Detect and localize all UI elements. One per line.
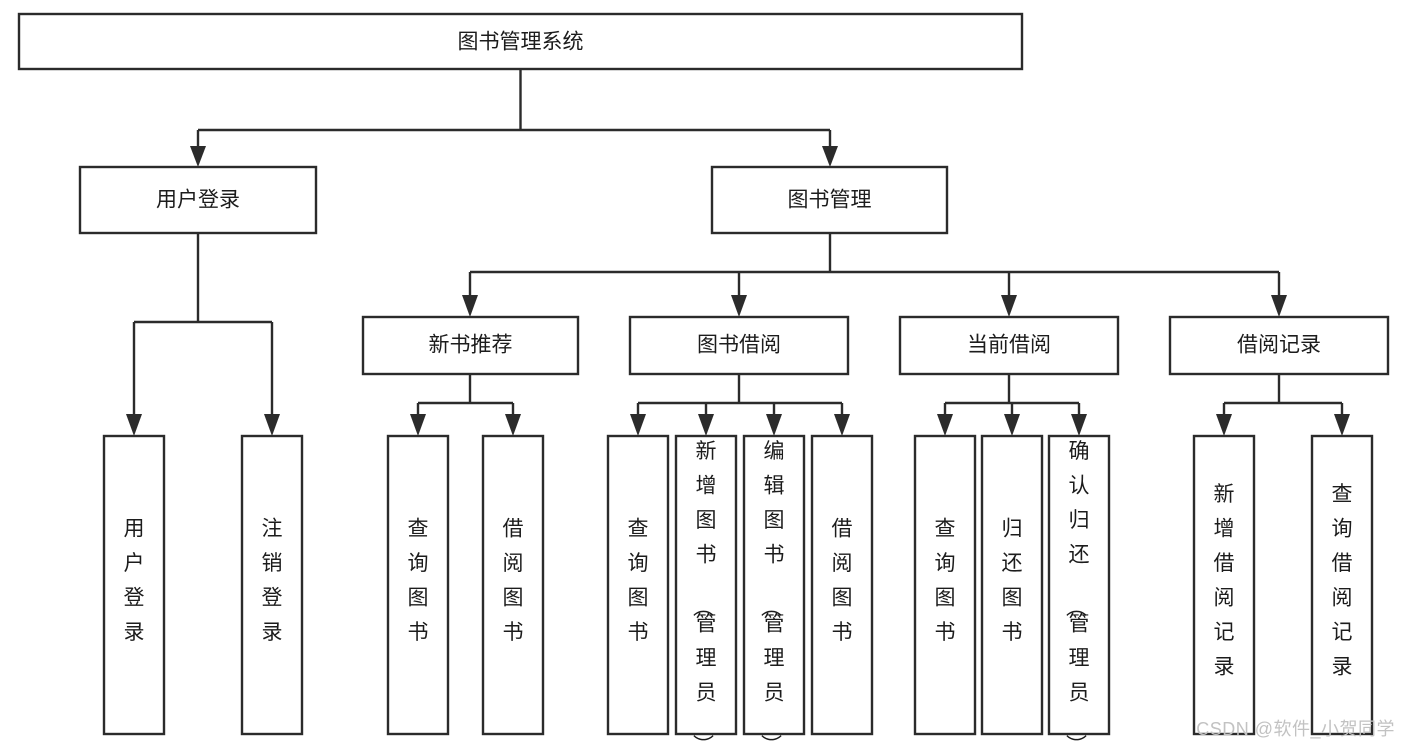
node-user-login[interactable]: 用户登录 [78, 165, 318, 235]
connectors-current-borrow-to-leaves [937, 374, 1087, 436]
node-book-management-label: 图书管理 [788, 189, 872, 212]
leaf-node-box [606, 434, 670, 736]
arrowhead-borrow-record [1271, 295, 1287, 317]
arrowhead-current-borrow [1001, 295, 1017, 317]
arrowhead-br-leaf2 [1334, 414, 1350, 436]
arrowhead-bb-leaf2 [698, 414, 714, 436]
arrowhead-cb-leaf3 [1071, 414, 1087, 436]
leaf-node-label: 借阅图书 [503, 517, 524, 644]
node-book-borrow-box [628, 315, 850, 376]
arrowhead-bb-leaf1 [630, 414, 646, 436]
arrowhead-cb-leaf1 [937, 414, 953, 436]
node-user-login-label: 用户登录 [156, 189, 240, 212]
leaf-node-box [742, 434, 806, 736]
leaf-node-label: 查询图书 [628, 517, 649, 644]
node-borrow-record[interactable]: 借阅记录 [1168, 315, 1390, 376]
leaf-node-box [1192, 434, 1256, 736]
node-new-book-recommend-box [361, 315, 580, 376]
leaf-node-box [102, 434, 166, 736]
node-book-management-box [710, 165, 949, 235]
leaf-node-label: 确认归还（管理员） [1064, 440, 1090, 747]
leaf-node-box [913, 434, 977, 736]
leaf-node-label: 注销登录 [262, 517, 283, 644]
connectors-new-book-to-leaves [410, 374, 521, 436]
leaf-node-box [1047, 434, 1111, 736]
leaf-node-box [386, 434, 450, 736]
node-book-management[interactable]: 图书管理 [710, 165, 949, 235]
leaf-node[interactable]: 查询图书 [386, 434, 450, 736]
leaf-node-label: 新增借阅记录 [1214, 483, 1235, 679]
arrowhead-book-mgmt [822, 146, 838, 167]
arrowhead-user-login [190, 146, 206, 167]
leaf-node[interactable]: 借阅图书 [810, 434, 874, 736]
node-new-book-recommend-label: 新书推荐 [429, 334, 513, 357]
arrowhead-bb-leaf4 [834, 414, 850, 436]
node-root-system[interactable]: 图书管理系统 [17, 12, 1024, 71]
leaf-node[interactable]: 注销登录 [240, 434, 304, 736]
arrowhead-ul-leaf2 [264, 414, 280, 436]
leaf-node[interactable]: 新增图书（管理员） [674, 434, 738, 747]
node-new-book-recommend[interactable]: 新书推荐 [361, 315, 580, 376]
connectors-user-login-to-leaves [126, 233, 280, 436]
node-current-borrow-label: 当前借阅 [967, 334, 1051, 357]
node-root-label: 图书管理系统 [458, 31, 584, 54]
leaf-node[interactable]: 编辑图书（管理员） [742, 434, 806, 747]
leaf-node-label: 新增图书（管理员） [691, 440, 717, 747]
leaf-node[interactable]: 查询图书 [913, 434, 977, 736]
arrowhead-nb-leaf2 [505, 414, 521, 436]
node-current-borrow[interactable]: 当前借阅 [898, 315, 1120, 376]
leaf-node-label: 查询图书 [935, 517, 956, 644]
leaf-node-box [240, 434, 304, 736]
leaf-node[interactable]: 归还图书 [980, 434, 1044, 736]
arrowhead-bb-leaf3 [766, 414, 782, 436]
leaf-node[interactable]: 借阅图书 [481, 434, 545, 736]
leaf-node-label: 借阅图书 [832, 517, 853, 644]
node-book-borrow-label: 图书借阅 [697, 334, 781, 357]
arrowhead-book-borrow [731, 295, 747, 317]
leaf-node-label: 归还图书 [1002, 517, 1023, 644]
leaf-node[interactable]: 用户登录 [102, 434, 166, 736]
leaf-node-label: 编辑图书（管理员） [759, 440, 785, 747]
leaf-node-box [980, 434, 1044, 736]
leaf-node[interactable]: 新增借阅记录 [1192, 434, 1256, 736]
arrowhead-ul-leaf1 [126, 414, 142, 436]
leaf-node-label: 查询借阅记录 [1332, 483, 1353, 679]
leaf-node[interactable]: 确认归还（管理员） [1047, 434, 1111, 747]
leaf-node-box [810, 434, 874, 736]
leaf-node-box [674, 434, 738, 736]
node-current-borrow-box [898, 315, 1120, 376]
arrowhead-cb-leaf2 [1004, 414, 1020, 436]
leaf-node[interactable]: 查询借阅记录 [1310, 434, 1374, 736]
arrowhead-new-book [462, 295, 478, 317]
leaf-node-box [1310, 434, 1374, 736]
node-borrow-record-box [1168, 315, 1390, 376]
connectors-book-borrow-to-leaves [630, 374, 850, 436]
node-book-borrow[interactable]: 图书借阅 [628, 315, 850, 376]
connectors-borrow-record-to-leaves [1216, 374, 1350, 436]
node-user-login-box [78, 165, 318, 235]
leaf-node-label: 查询图书 [408, 517, 429, 644]
arrowhead-nb-leaf1 [410, 414, 426, 436]
leaf-node-layer: 用户登录 注销登录 查询图书 借阅图书 查询图书 新增图书（管理员） 编辑图书（管理员） 借阅… [102, 434, 1374, 747]
connectors-book-mgmt-to-level3 [462, 233, 1287, 317]
node-root-box [17, 12, 1024, 71]
leaf-node-box [481, 434, 545, 736]
leaf-node[interactable]: 查询图书 [606, 434, 670, 736]
connectors-root-to-level2 [190, 69, 838, 167]
arrowhead-br-leaf1 [1216, 414, 1232, 436]
csdn-watermark: CSDN @软件_小贺同学 [1196, 719, 1395, 739]
leaf-node-label: 用户登录 [124, 517, 145, 644]
node-borrow-record-label: 借阅记录 [1237, 334, 1321, 357]
